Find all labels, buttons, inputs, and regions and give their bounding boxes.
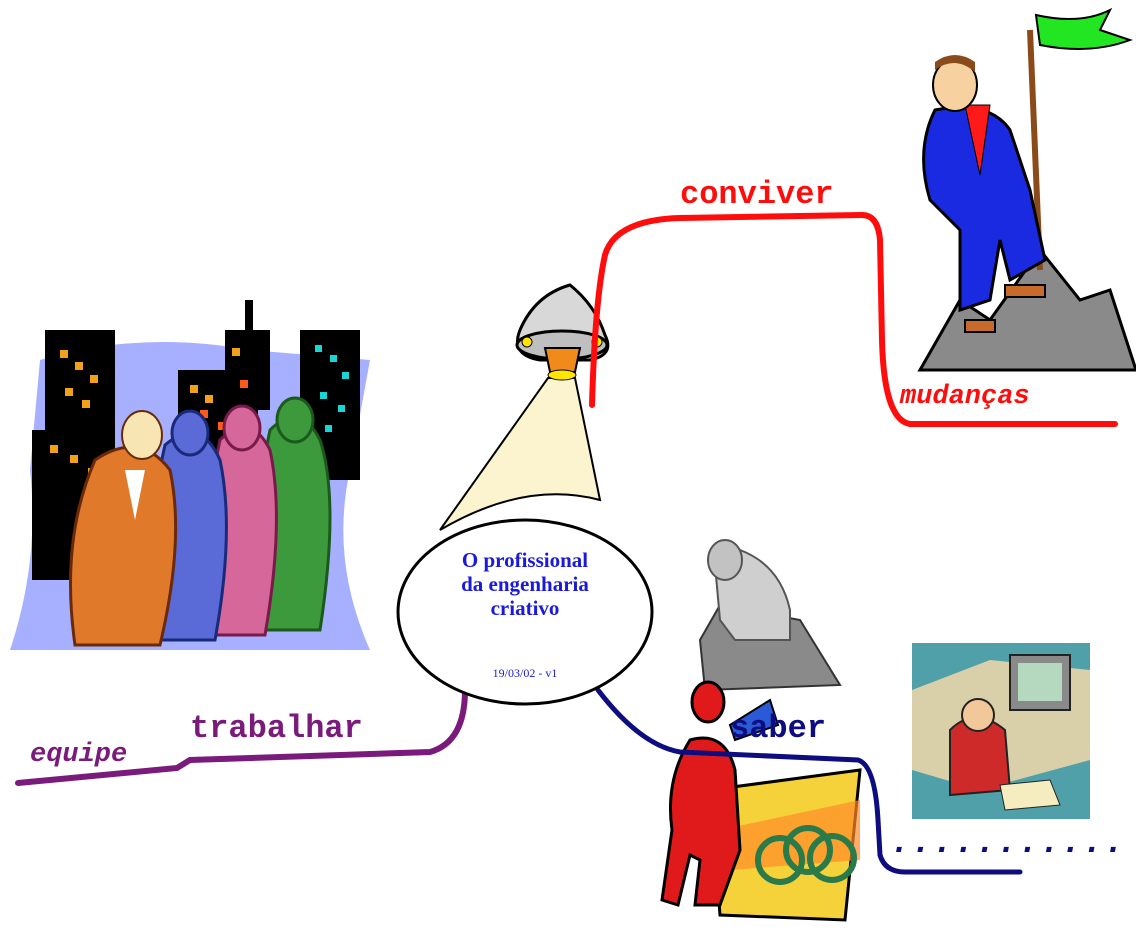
- branch-sub-equipe: equipe: [30, 740, 128, 770]
- branch-label-trabalhar: trabalhar: [190, 710, 363, 747]
- climber-flag-illustration: [917, 7, 1136, 372]
- central-node-title: O profissional da engenharia criativo: [405, 548, 645, 620]
- branch-line-saber: [595, 687, 1023, 875]
- branch-line-conviver: [589, 211, 1118, 427]
- branch-label-saber: saber: [730, 710, 827, 747]
- central-node: [396, 518, 654, 706]
- central-title-line-3: criativo: [490, 596, 560, 620]
- branch-line-trabalhar: [15, 687, 468, 786]
- branch-label-conviver: conviver: [680, 176, 834, 213]
- ufo-spotlight-illustration: [439, 283, 610, 531]
- office-desk-illustration: [912, 643, 1090, 819]
- thinker-statue-illustration: [698, 539, 842, 692]
- team-city-illustration: [10, 300, 370, 650]
- central-title-line-2: da engenharia: [461, 572, 589, 596]
- central-node-version: 19/03/02 - v1: [492, 666, 558, 680]
- presenter-megaphone-illustration: [660, 680, 862, 922]
- central-title-line-1: O profissional: [461, 548, 589, 572]
- branch-sub-dots: ...........: [890, 825, 1126, 863]
- branch-sub-mudancas: mudanças: [900, 382, 1030, 412]
